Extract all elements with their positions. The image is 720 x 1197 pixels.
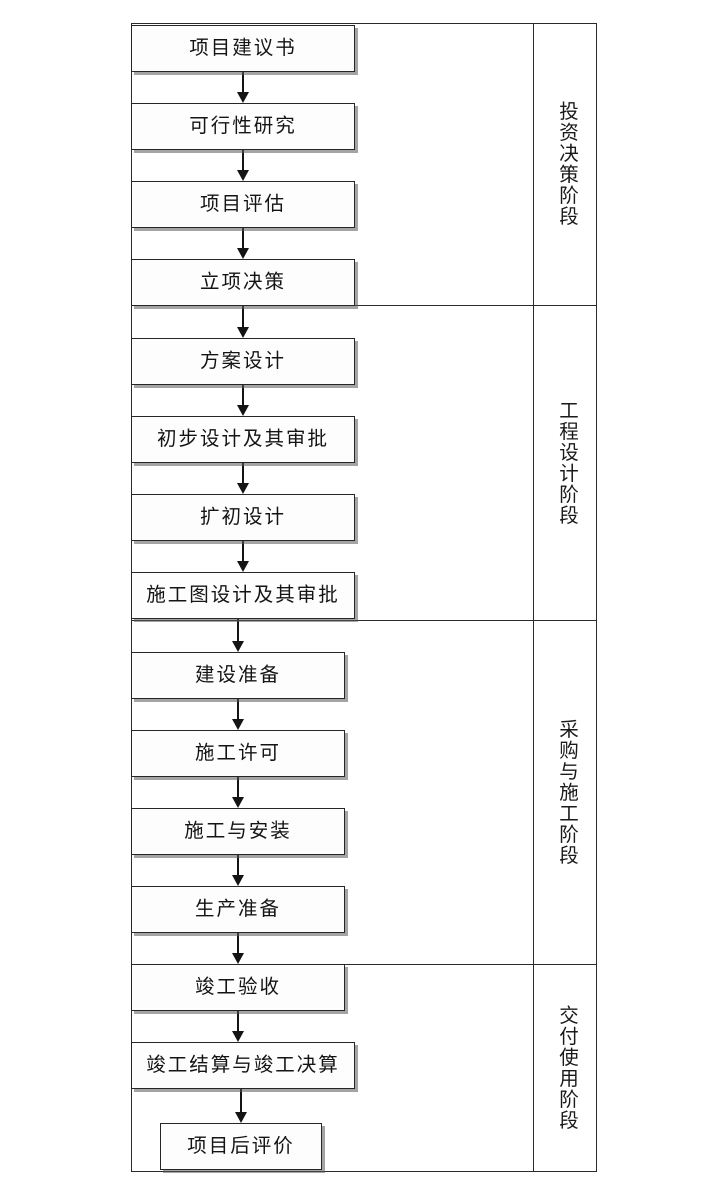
phase-label-p1: 投资决策阶段 <box>555 101 577 227</box>
arrow-shaft <box>236 699 240 721</box>
process-node-label: 竣工结算与竣工决算 <box>146 1054 340 1076</box>
process-node-label: 扩初设计 <box>199 506 286 528</box>
phase-divider-2 <box>131 620 597 621</box>
process-node-n15[interactable]: 项目后评价 <box>160 1123 322 1170</box>
process-node-n13[interactable]: 竣工验收 <box>131 964 345 1011</box>
arrow-head-icon <box>236 92 249 103</box>
phase-column-divider <box>533 23 534 1172</box>
process-node-n5[interactable]: 方案设计 <box>131 338 355 385</box>
process-node-label: 施工许可 <box>194 742 281 764</box>
process-node-n6[interactable]: 初步设计及其审批 <box>131 416 355 463</box>
process-node-label: 初步设计及其审批 <box>156 428 329 450</box>
arrow-shaft <box>239 1089 243 1114</box>
arrow-shaft <box>236 933 240 955</box>
arrow-shaft <box>236 619 240 643</box>
arrow-shaft <box>241 228 245 250</box>
arrow-head-icon <box>236 248 249 259</box>
process-node-label: 项目建议书 <box>189 37 297 59</box>
process-node-n3[interactable]: 项目评估 <box>131 181 355 228</box>
arrow-shaft <box>241 72 245 94</box>
process-node-n2[interactable]: 可行性研究 <box>131 103 355 150</box>
process-node-label: 施工图设计及其审批 <box>146 584 340 606</box>
process-node-label: 项目后评价 <box>187 1135 295 1157</box>
phase-label-p3: 采购与施工阶段 <box>555 718 577 866</box>
process-node-n14[interactable]: 竣工结算与竣工决算 <box>131 1042 355 1089</box>
arrow-head-icon <box>234 1112 247 1123</box>
arrow-shaft <box>236 855 240 877</box>
arrow-head-icon <box>236 561 249 572</box>
arrow-head-icon <box>231 953 244 964</box>
process-node-n7[interactable]: 扩初设计 <box>131 494 355 541</box>
process-node-label: 竣工验收 <box>194 976 281 998</box>
process-node-n4[interactable]: 立项决策 <box>131 259 355 306</box>
arrow-head-icon <box>231 797 244 808</box>
process-node-label: 施工与安装 <box>184 820 292 842</box>
process-node-label: 生产准备 <box>194 898 281 920</box>
arrow-head-icon <box>236 327 249 338</box>
arrow-head-icon <box>231 1031 244 1042</box>
process-node-n8[interactable]: 施工图设计及其审批 <box>131 572 355 619</box>
phase-divider-1 <box>131 305 597 306</box>
process-node-n1[interactable]: 项目建议书 <box>131 25 355 72</box>
process-node-n10[interactable]: 施工许可 <box>131 730 345 777</box>
arrow-head-icon <box>231 719 244 730</box>
process-node-n12[interactable]: 生产准备 <box>131 886 345 933</box>
arrow-shaft <box>241 541 245 563</box>
arrow-head-icon <box>236 170 249 181</box>
process-node-label: 建设准备 <box>194 664 281 686</box>
process-node-label: 可行性研究 <box>189 115 297 137</box>
process-node-n11[interactable]: 施工与安装 <box>131 808 345 855</box>
arrow-shaft <box>236 777 240 799</box>
arrow-shaft <box>241 463 245 485</box>
process-node-label: 项目评估 <box>199 193 286 215</box>
phase-divider-3 <box>131 964 597 965</box>
phase-label-p4: 交付使用阶段 <box>555 1005 577 1131</box>
arrow-shaft <box>241 150 245 172</box>
arrow-head-icon <box>236 405 249 416</box>
process-node-n9[interactable]: 建设准备 <box>131 652 345 699</box>
arrow-shaft <box>236 1011 240 1033</box>
arrow-head-icon <box>236 483 249 494</box>
arrow-head-icon <box>231 875 244 886</box>
arrow-head-icon <box>231 641 244 652</box>
arrow-shaft <box>241 385 245 407</box>
arrow-shaft <box>241 306 245 329</box>
process-node-label: 立项决策 <box>199 271 286 293</box>
process-node-label: 方案设计 <box>199 350 286 372</box>
phase-label-p2: 工程设计阶段 <box>555 399 577 526</box>
